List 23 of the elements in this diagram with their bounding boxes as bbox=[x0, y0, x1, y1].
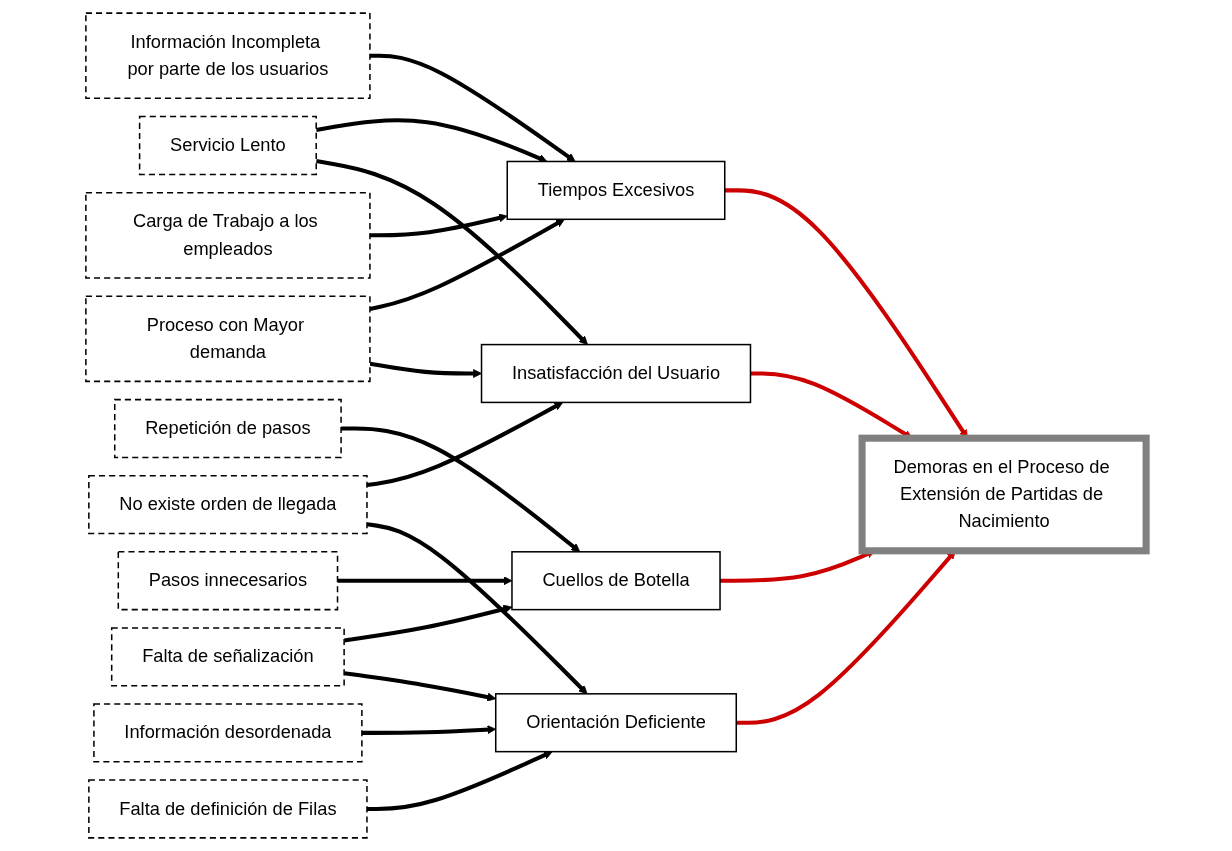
node-box: Cuellos de Botella bbox=[511, 551, 721, 611]
arrow bbox=[341, 426, 581, 553]
node-box: Pasos innecesarios bbox=[117, 551, 339, 611]
node-box: Falta de señalización bbox=[110, 627, 345, 687]
node-box: Falta de definición de Filas bbox=[88, 779, 368, 839]
arrow bbox=[366, 522, 588, 695]
node-box: Información desordenada bbox=[93, 703, 363, 763]
node-box: Carga de Trabajo a los empleados bbox=[85, 191, 371, 279]
arrow bbox=[369, 213, 508, 238]
node-box: Repetición de pasos bbox=[113, 398, 342, 459]
arrow bbox=[369, 218, 565, 311]
arrow bbox=[366, 402, 564, 488]
node-box: Demoras en el Proceso de Extensión de Partidas de Nacimiento bbox=[858, 434, 1150, 555]
node-box: Proceso con Mayor demanda bbox=[85, 295, 371, 383]
node-box: Información Incompleta por parte de los usuarios bbox=[85, 12, 371, 100]
arrow bbox=[366, 750, 553, 811]
node-box: Servicio Lento bbox=[138, 115, 317, 176]
node-box: Orientación Deficiente bbox=[495, 693, 737, 753]
arrow bbox=[369, 53, 576, 162]
node-box: No existe orden de llegada bbox=[88, 474, 368, 535]
arrow bbox=[369, 361, 482, 378]
node-box: Tiempos Excesivos bbox=[506, 160, 726, 221]
node-box: Insatisfacción del Usuario bbox=[480, 343, 752, 404]
